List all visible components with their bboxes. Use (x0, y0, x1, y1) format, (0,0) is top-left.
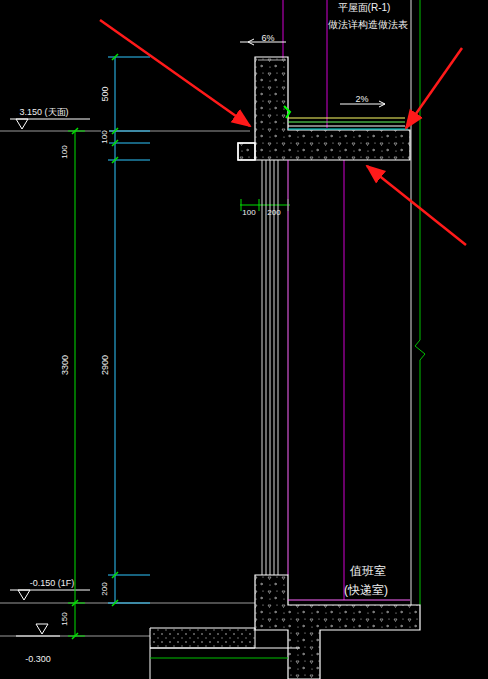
annotation-text: 做法详构造做法表 (328, 20, 408, 30)
annotation-text: 平屋面(R-1) (338, 3, 391, 13)
annotation-text: 3.150 (天面) (19, 108, 68, 117)
dimension-text: 3300 (61, 353, 70, 377)
annotation-text: 200 (267, 209, 280, 217)
annotation-text: 值班室 (350, 565, 386, 577)
dimension-text: 100 (61, 143, 69, 160)
annotation-text: 100 (242, 209, 255, 217)
dimension-text: 500 (101, 84, 110, 103)
annotation-text: 2% (355, 95, 368, 104)
annotation-text: -0.150 (1F) (30, 579, 75, 588)
annotation-text: -0.300 (25, 655, 51, 664)
annotation-text: 6% (261, 34, 274, 43)
dimension-text: 100 (101, 128, 109, 145)
dimension-text: 200 (101, 580, 109, 597)
annotation-text: (快递室) (344, 584, 388, 596)
dimension-text: 2900 (101, 353, 110, 377)
dimension-text: 150 (61, 610, 69, 627)
